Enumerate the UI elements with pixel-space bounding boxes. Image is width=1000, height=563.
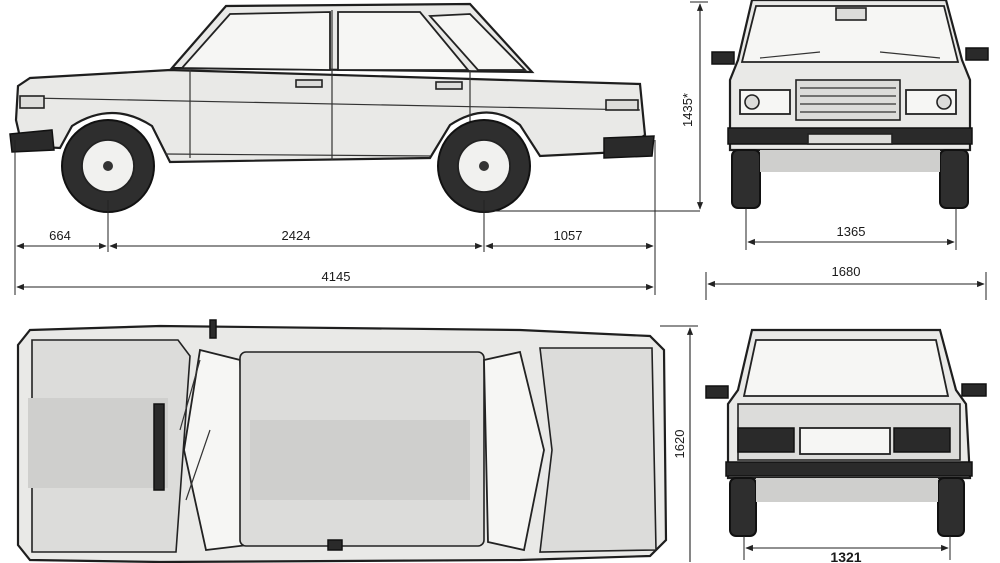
top-view [16, 319, 668, 563]
overall-length-label: 4145 [322, 269, 351, 284]
rear-view [705, 328, 987, 537]
front-view [711, 0, 989, 209]
front-overhang-label: 664 [49, 228, 71, 243]
rear-overhang-label: 1057 [554, 228, 583, 243]
side-dimensions: 664 2424 1057 4145 1435* [14, 1, 708, 295]
rear-dimensions: 1321 [743, 536, 951, 563]
top-dimensions: 1620 [660, 325, 698, 562]
front-track-label: 1365 [837, 224, 866, 239]
height-label: 1435* [680, 93, 695, 127]
rear-track-label: 1321 [830, 549, 861, 563]
front-dimensions: 1365 1680 [705, 208, 987, 300]
width-label: 1620 [672, 430, 687, 459]
wheelbase-label: 2424 [282, 228, 311, 243]
side-view [9, 2, 700, 213]
overall-width-label: 1680 [832, 264, 861, 279]
